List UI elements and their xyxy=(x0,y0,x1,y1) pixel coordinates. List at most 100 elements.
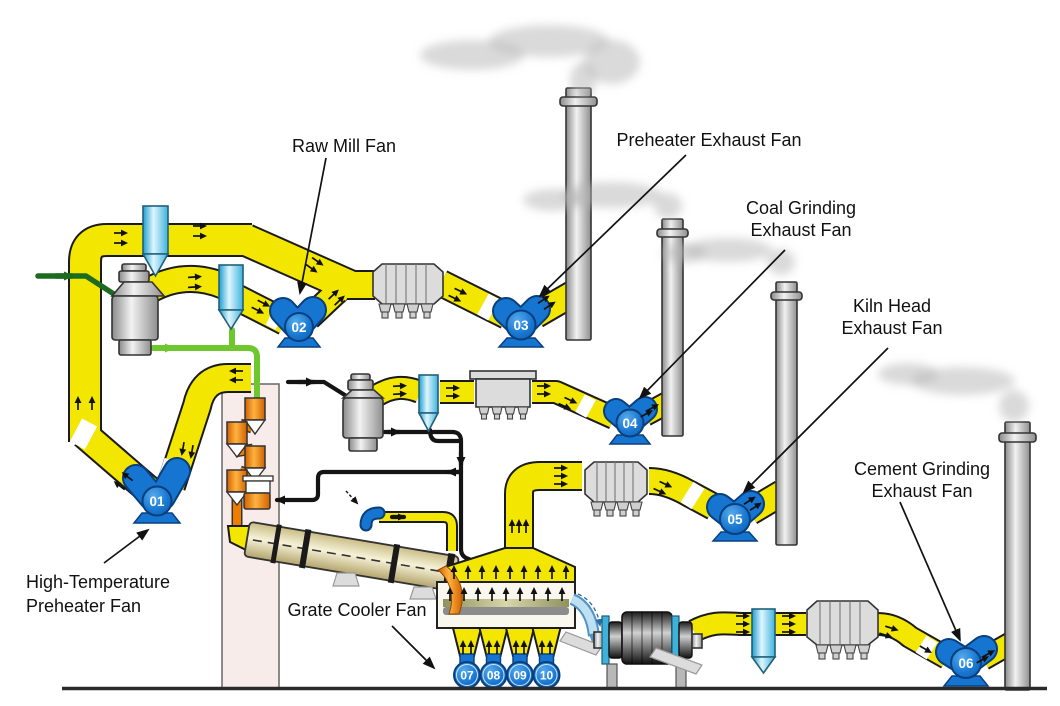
raw-meal-pipe xyxy=(150,345,260,403)
fan-09-grate-cooler: 09 xyxy=(506,653,534,689)
baghouse-hoppers xyxy=(590,501,643,517)
baghouse-hoppers xyxy=(815,644,871,660)
label-text: Coal Grinding xyxy=(746,198,856,218)
coal-to-calciner-pipe xyxy=(274,469,464,505)
baghouse-cement xyxy=(806,600,879,660)
cooler-grate xyxy=(443,607,569,615)
label-text: Preheater Exhaust Fan xyxy=(616,130,801,150)
fan-number: 05 xyxy=(727,512,743,527)
cyclone-raw-2 xyxy=(217,264,245,331)
preheater-cyclone-3 xyxy=(244,445,266,469)
kiln-support xyxy=(409,586,437,600)
cooler-funnel xyxy=(451,627,483,657)
label-text: Exhaust Fan xyxy=(750,220,851,240)
cyclone-separators xyxy=(141,205,777,675)
fan-04-coal-grinding-exhaust: 04 xyxy=(603,396,658,445)
preheater-cyclone-string xyxy=(225,397,274,558)
label-cement-grinding-exhaust-fan: Cement Grinding Exhaust Fan xyxy=(854,459,990,642)
cooler-funnel xyxy=(531,627,562,657)
baghouse-hoppers xyxy=(378,303,434,319)
cyclone-coal xyxy=(417,374,440,433)
jet-fan-pointer-arrow xyxy=(345,490,359,505)
label-coal-grinding-exhaust-fan: Coal Grinding Exhaust Fan xyxy=(638,198,856,400)
raw-mill-vessel xyxy=(110,263,166,356)
label-grate-cooler-fan: Grate Cooler Fan xyxy=(287,600,436,670)
preheater-cyclone-2 xyxy=(226,421,248,445)
fan-number: 07 xyxy=(460,669,474,683)
kiln-tire xyxy=(387,543,401,584)
label-text: Cement Grinding xyxy=(854,459,990,479)
cyclone-coal-drop-pipe xyxy=(427,427,461,444)
label-text: Grate Cooler Fan xyxy=(287,600,426,620)
label-text: Kiln Head xyxy=(853,296,931,316)
fan-08-grate-cooler: 08 xyxy=(479,653,508,689)
fan-01-high-temp-preheater: 01 xyxy=(122,457,191,524)
label-kiln-head-exhaust-fan: Kiln Head Exhaust Fan xyxy=(742,296,943,494)
kiln-tire xyxy=(270,524,282,564)
coal-feed-pipe xyxy=(285,379,351,400)
leader-arrow xyxy=(297,157,327,295)
cooler-funnel xyxy=(504,627,536,657)
fan-10-grate-cooler: 10 xyxy=(532,653,561,689)
coal-mill-vessel xyxy=(340,373,386,452)
fan-07-grate-cooler: 07 xyxy=(453,653,481,689)
leader-arrow xyxy=(638,249,786,400)
chimney-cement xyxy=(998,421,1037,691)
dust-collector-coal xyxy=(469,370,537,420)
kiln-discharge-flame xyxy=(437,565,463,615)
leader-arrow xyxy=(899,501,961,642)
chimney-preheater xyxy=(559,87,598,341)
primary-air-fan xyxy=(345,490,458,551)
fan-number: 02 xyxy=(291,320,306,335)
kiln-support xyxy=(332,572,360,587)
fan-05-kiln-head-exhaust: 05 xyxy=(706,490,765,542)
mill-pedestal xyxy=(606,663,618,689)
cooler-funnel xyxy=(478,627,509,657)
fan-number: 06 xyxy=(958,656,974,671)
fans: 01 02 03 04 05 xyxy=(122,295,998,689)
jet-fan-elbow xyxy=(361,508,384,530)
kiln-tire xyxy=(299,529,312,569)
coal-conveying-pipes xyxy=(274,377,472,562)
chimney-coal xyxy=(656,218,689,437)
fan-03-preheater-exhaust: 03 xyxy=(492,295,551,348)
fan-number: 04 xyxy=(622,416,638,431)
fan-number: 03 xyxy=(513,318,529,333)
label-preheater-exhaust-fan: Preheater Exhaust Fan xyxy=(538,130,802,298)
cyclone-cement xyxy=(750,608,777,675)
leader-arrow xyxy=(391,625,436,670)
annotations: Raw Mill Fan Preheater Exhaust Fan Coal … xyxy=(26,130,990,670)
baghouse-kiln-head xyxy=(584,461,648,517)
raw-material-feed-pipes xyxy=(35,271,260,403)
baghouse-raw-mill xyxy=(372,263,444,319)
fan-number: 10 xyxy=(540,669,554,683)
fan-number: 09 xyxy=(513,669,527,683)
smoke-plumes xyxy=(420,25,1029,422)
chimney-kiln-head xyxy=(770,281,803,546)
preheater-cyclone-1 xyxy=(244,397,266,421)
label-text: Raw Mill Fan xyxy=(292,136,396,156)
kiln-centerline xyxy=(252,539,451,574)
coal-to-burner-pipe xyxy=(380,429,472,562)
calciner xyxy=(245,480,271,494)
mill-discharge-chute xyxy=(649,647,703,675)
fan-number: 01 xyxy=(149,494,165,509)
label-text: Preheater Fan xyxy=(26,596,141,616)
clinker-bed xyxy=(443,599,569,607)
leader-arrow xyxy=(742,347,889,494)
calciner-firing-box xyxy=(243,492,271,510)
cyclone-raw-1 xyxy=(141,205,170,278)
collector-hoppers xyxy=(478,406,529,420)
leader-arrow xyxy=(538,154,687,298)
label-text: Exhaust Fan xyxy=(871,481,972,501)
clinker-conveyor xyxy=(559,631,603,656)
rotary-kiln xyxy=(243,521,460,600)
fan-06-cement-grinding-exhaust: 06 xyxy=(935,635,998,687)
fan-number: 08 xyxy=(487,669,501,683)
label-raw-mill-fan: Raw Mill Fan xyxy=(292,136,396,295)
label-high-temperature-preheater-fan: High-Temperature Preheater Fan xyxy=(26,528,170,616)
leader-arrow xyxy=(103,528,150,564)
fan-02-raw-mill: 02 xyxy=(269,296,327,348)
